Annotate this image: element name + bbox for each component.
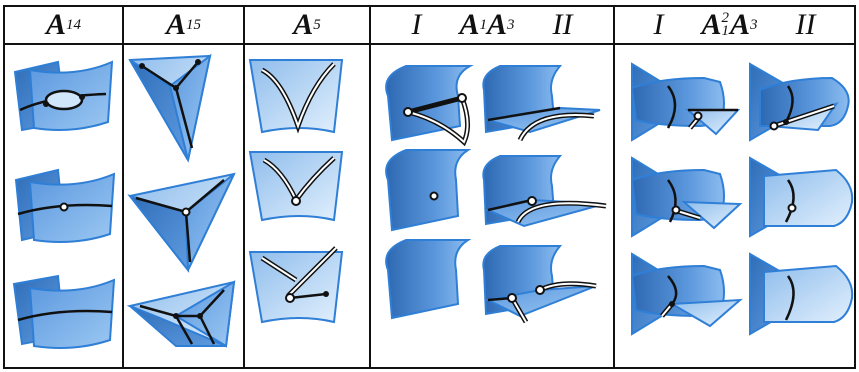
a1a3-I-cell-2 (385, 149, 472, 232)
a5-cell-1 (248, 59, 344, 134)
header-a1a3-m2: A (487, 8, 508, 41)
a15-column (126, 53, 236, 348)
a12a3-II-cell-1 (749, 62, 850, 142)
header-a12a3-right: II (795, 8, 816, 41)
header-a12a3-m1: A (701, 8, 722, 41)
header-a12a3-s1: 1 (721, 23, 730, 39)
header-a5-base: A (293, 8, 314, 41)
header-a15-base: A (165, 8, 186, 41)
a1a3-II-cell-2 (482, 155, 607, 228)
a5-cell-2 (248, 151, 344, 222)
header-a1a3-left: I (411, 8, 422, 41)
a5-column (248, 59, 344, 324)
header-a12a3-left: I (653, 8, 664, 41)
a12a3-II-cell-2 (749, 156, 854, 238)
header-a15-sub: 1 (186, 16, 194, 33)
a12a3-I-cell-3 (630, 252, 743, 336)
a1a3-II-cell-3 (482, 245, 597, 324)
header-a14-base: A (45, 8, 66, 41)
a12a3-I-cell-2 (630, 156, 743, 238)
header-a15-sup: 5 (193, 16, 202, 33)
header-a12a3-s2: 3 (750, 16, 758, 33)
a12a3-column (630, 62, 854, 336)
a1a3-I-cell-1 (385, 65, 474, 147)
a1a3-II-cell-1 (482, 65, 601, 142)
a12a3-I-cell-1 (630, 62, 741, 142)
a14-cell-2 (14, 168, 116, 243)
a15-cell-2 (127, 172, 236, 274)
a14-cell-3 (12, 274, 116, 349)
header-a1a3-m1: A (459, 8, 480, 41)
header-a5-sub: 5 (313, 16, 321, 33)
header-a1a3-s1: 1 (479, 16, 488, 33)
header-a14-sup: 4 (73, 16, 82, 33)
header-a12a3-m2: A (730, 8, 751, 41)
a1a3-column (385, 65, 607, 324)
a1a3-I-cell-3 (385, 239, 472, 320)
a14-column (12, 60, 116, 349)
header-a1a3-s2: 3 (507, 16, 515, 33)
a14-cell-1 (13, 60, 114, 132)
header-a1a3-right: II (552, 8, 573, 41)
table-frame (3, 5, 856, 369)
a5-cell-3 (248, 246, 344, 324)
a12a3-II-cell-3 (749, 252, 854, 336)
header-a12a3-sup1: 2 (721, 9, 730, 26)
a15-cell-1 (128, 53, 212, 163)
a15-cell-3 (126, 280, 236, 348)
header-a14-sub: 1 (66, 16, 74, 33)
